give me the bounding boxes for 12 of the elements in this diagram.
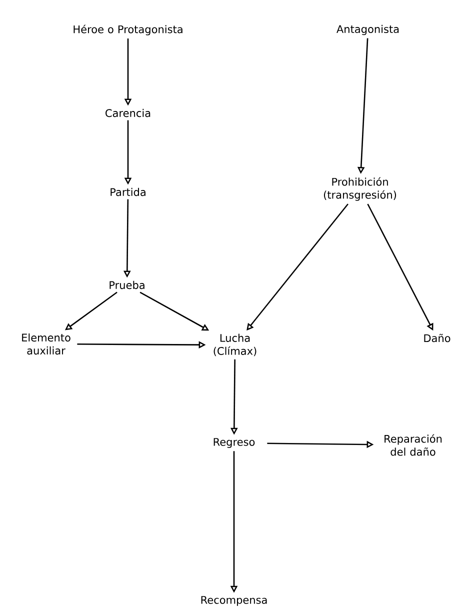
node-label: Elemento auxiliar bbox=[22, 333, 70, 355]
node-label: Antagonista bbox=[336, 24, 399, 36]
node-label: Partida bbox=[110, 188, 146, 196]
node-label: Prueba bbox=[110, 280, 144, 290]
node-label: Recompensa bbox=[201, 596, 267, 606]
node-label: Carencia bbox=[106, 108, 150, 118]
node-label: Lucha (Clímax) bbox=[214, 334, 256, 356]
node-label: Daño bbox=[424, 334, 450, 342]
node-label: Regreso bbox=[214, 438, 255, 448]
node-label: Héroe o Protagonista bbox=[74, 24, 182, 36]
node-label: Prohibición (transgresión) bbox=[324, 177, 396, 201]
node-label: Reparación del daño bbox=[384, 434, 442, 456]
